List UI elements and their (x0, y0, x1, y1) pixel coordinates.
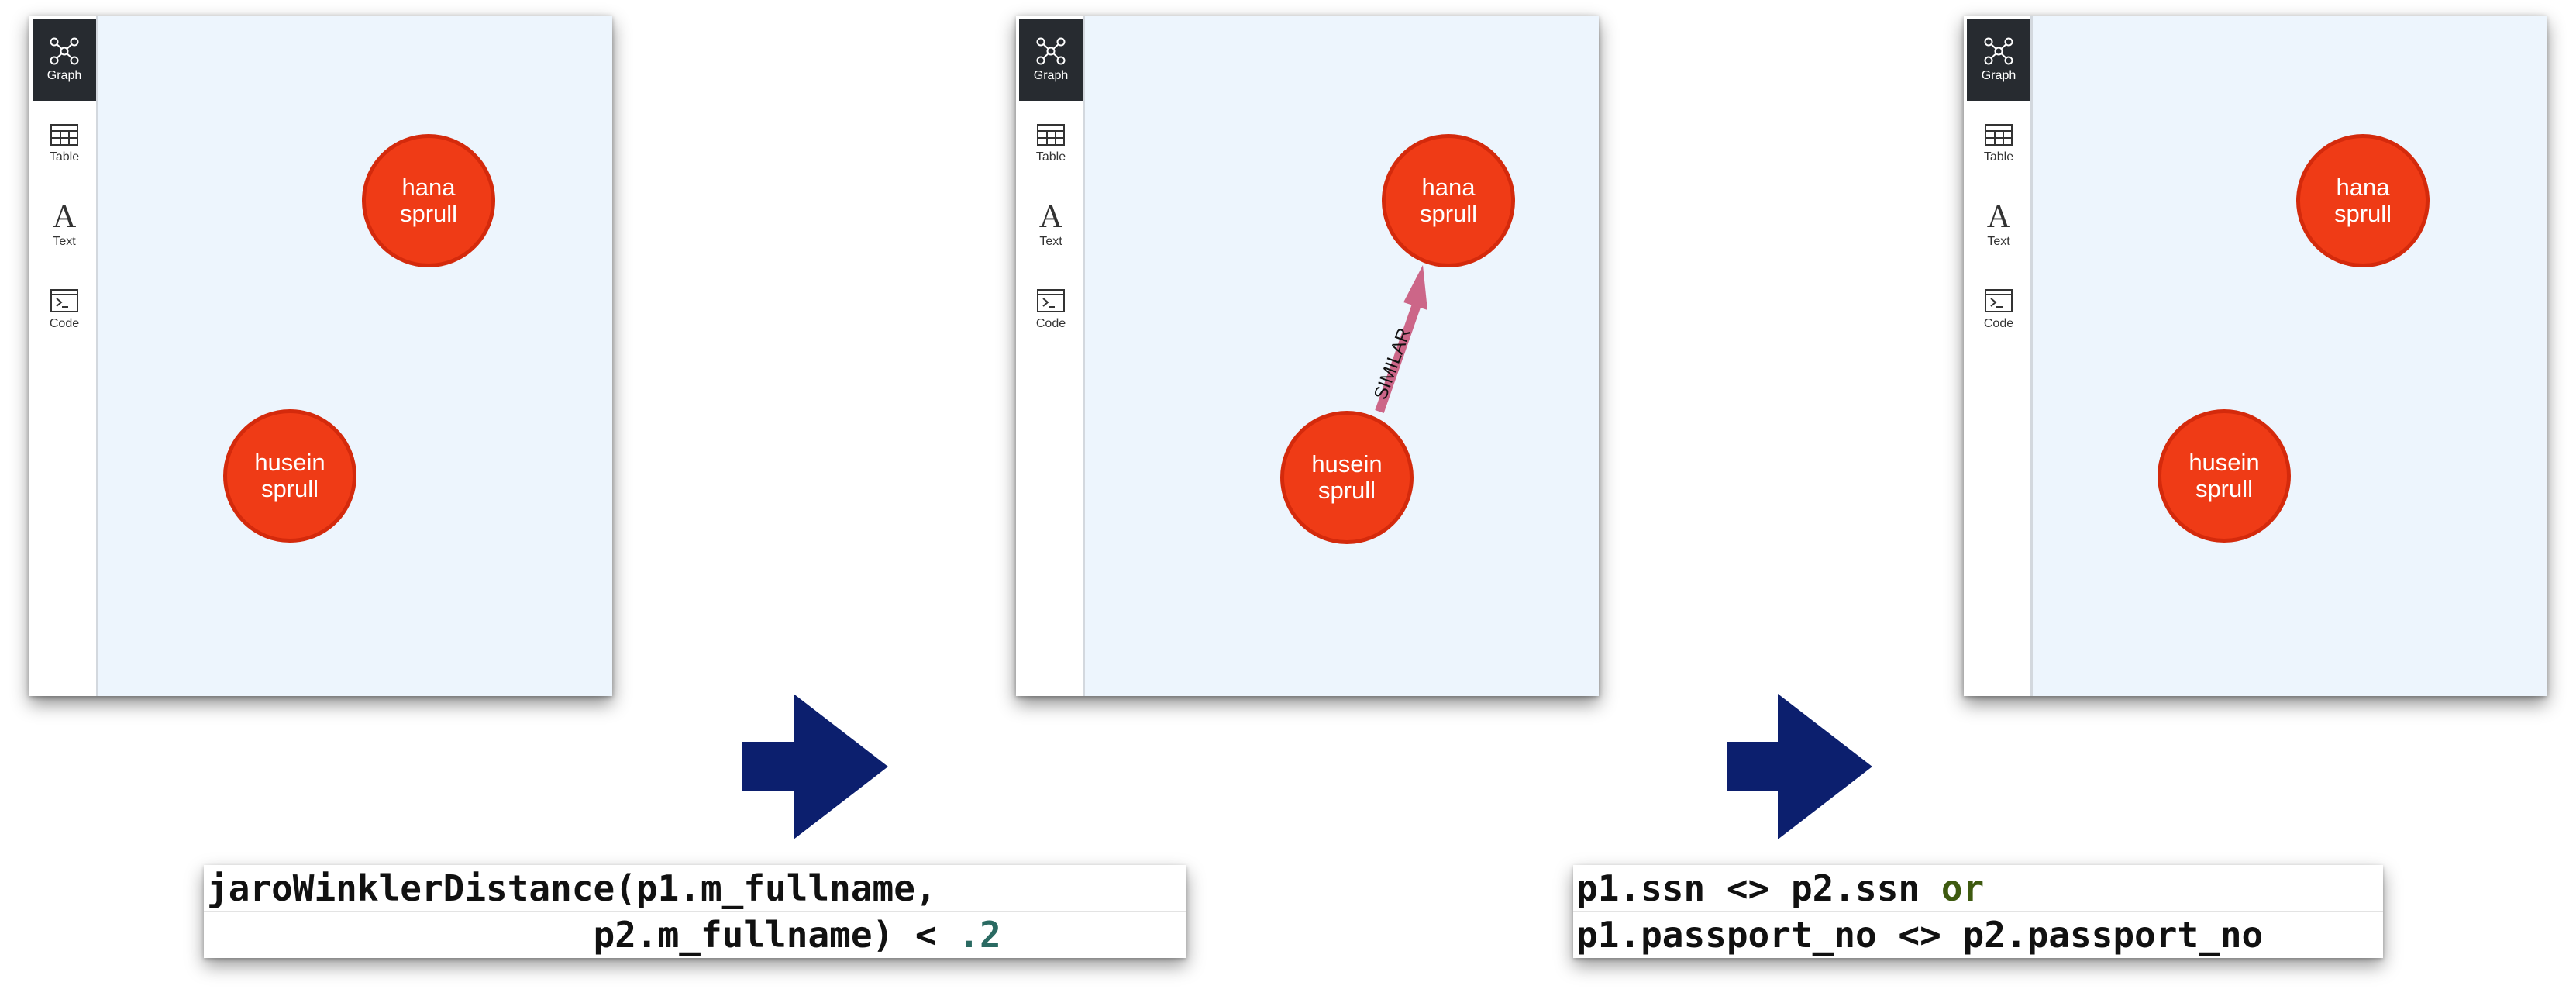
code-line-1: jaroWinklerDistance(p1.m_fullname, (207, 867, 937, 909)
text-icon: A (1038, 199, 1063, 235)
graph-panel-3: Graph Table A Text Code (1964, 16, 2547, 696)
code-view-label: Code (49, 317, 80, 330)
text-view-button[interactable]: A Text (33, 184, 96, 267)
text-view-label: Text (1987, 235, 2010, 248)
code-line-2: p2.m_fullname) < .2 (207, 914, 1001, 956)
code-icon (50, 289, 78, 312)
code-line-1: p1.ssn <> p2.ssn or (1576, 867, 1985, 909)
table-icon (1985, 124, 2013, 146)
table-view-button[interactable]: Table (33, 102, 96, 184)
graph-view-button[interactable]: Graph (33, 19, 96, 101)
threshold-value: .2 (958, 914, 1001, 956)
table-view-label: Table (1983, 150, 2014, 164)
similar-relationship[interactable]: SIMILAR (1085, 16, 1599, 696)
code-view-label: Code (1035, 317, 1066, 330)
code-view-button[interactable]: Code (1967, 268, 2030, 350)
or-keyword: or (1941, 867, 1985, 909)
table-view-label: Table (1035, 150, 1066, 164)
text-view-button[interactable]: A Text (1967, 184, 2030, 267)
line-divider (1573, 911, 2383, 912)
graph-view-button[interactable]: Graph (1967, 19, 2030, 101)
identifier-mismatch-condition: p1.ssn <> p2.ssn or p1.passport_no <> p2… (1573, 865, 2383, 958)
code-icon (1985, 289, 2013, 312)
table-icon (1037, 124, 1065, 146)
line-divider (204, 911, 1186, 912)
code-view-button[interactable]: Code (1019, 268, 1083, 350)
table-view-button[interactable]: Table (1019, 102, 1083, 184)
text-icon: A (1986, 199, 2011, 235)
view-sidebar: Graph Table A Text Code (1964, 16, 2033, 696)
table-view-button[interactable]: Table (1967, 102, 2030, 184)
graph-view-label: Graph (46, 69, 82, 82)
graph-icon (1036, 37, 1066, 65)
code-view-button[interactable]: Code (33, 268, 96, 350)
table-view-label: Table (49, 150, 80, 164)
code-line-2: p1.passport_no <> p2.passport_no (1576, 914, 2264, 956)
text-view-label: Text (53, 235, 76, 248)
view-sidebar: Graph Table A Text Code (29, 16, 98, 696)
graph-view-button[interactable]: Graph (1019, 19, 1083, 101)
graph-icon (50, 37, 79, 65)
relationship-label: SIMILAR (1370, 326, 1415, 402)
text-view-label: Text (1039, 235, 1062, 248)
table-icon (50, 124, 78, 146)
code-view-label: Code (1983, 317, 2014, 330)
jaro-winkler-condition: jaroWinklerDistance(p1.m_fullname, p2.m_… (204, 865, 1186, 958)
graph-icon (1984, 37, 2013, 65)
text-icon: A (52, 199, 77, 235)
text-view-button[interactable]: A Text (1019, 184, 1083, 267)
view-sidebar: Graph Table A Text Code (1016, 16, 1085, 696)
graph-panel-1: Graph Table A Text Code (29, 16, 612, 696)
graph-view-label: Graph (1981, 69, 2016, 82)
code-icon (1037, 289, 1065, 312)
graph-view-label: Graph (1033, 69, 1069, 82)
graph-panel-2: Graph Table A Text Code (1016, 16, 1599, 696)
right-arrow-icon (742, 694, 888, 839)
right-arrow-icon (1727, 694, 1872, 839)
